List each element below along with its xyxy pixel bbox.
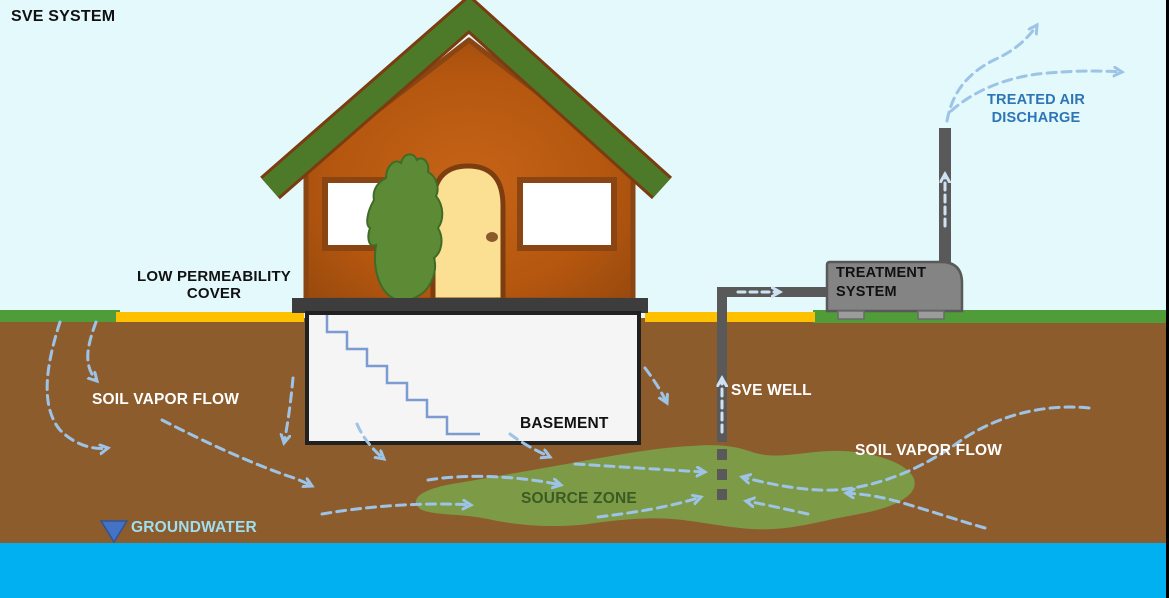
water-table-triangle-icon [99,520,129,544]
vapor-arrow [573,462,705,472]
treatment-foot-right [917,310,945,320]
vapor-arrow [746,501,810,516]
vapor-arrow [320,504,471,516]
vapor-arrow [355,422,384,459]
sve-well-label: SVE WELL [731,382,812,399]
vapor-arrow [45,320,108,448]
vapor-arrow [508,432,550,457]
vapor-arrow [284,376,295,443]
vapor-arrow [160,418,312,486]
vapor-arrow [426,474,561,485]
treated-air-discharge-label: TREATED AIR DISCHARGE [986,92,1086,127]
groundwater-water [0,543,1169,598]
source-zone-blob [415,445,915,530]
basement [305,311,641,445]
vapor-arrow [846,493,987,530]
soil-vapor-flow-right-label: SOIL VAPOR FLOW [855,442,1003,459]
grass-left [0,310,120,322]
treated-air-arrow [949,71,1122,113]
vapor-arrow [643,366,667,403]
diagram-title: SVE SYSTEM [11,8,116,25]
house [260,0,673,313]
vapor-arrow [86,320,97,381]
treatment-system-box [825,260,964,313]
treatment-system-label: TREATMENT SYSTEM [836,265,927,301]
basement-box [305,311,641,445]
soil-vapor-flow-left-label: SOIL VAPOR FLOW [92,391,240,408]
source-zone-label: SOURCE ZONE [521,490,637,507]
vapor-arrow [596,497,701,519]
basement-stairs [325,315,480,436]
in-pipe-flow-arrows [722,174,945,434]
groundwater-label: GROUNDWATER [131,519,257,536]
door-knob [486,232,498,242]
bush [366,153,444,302]
vapor-arrow [742,405,1091,492]
low-permeability-cover-label: LOW PERMEABILITY COVER [136,268,292,303]
right-edge-border [1166,0,1169,598]
low-permeability-cover-right [645,312,815,322]
roof [262,0,671,198]
foundation-slab [292,298,648,313]
low-permeability-cover-left [116,312,304,322]
treatment-foot-left [837,310,865,320]
basement-label: BASEMENT [520,415,609,432]
soil-vapor-flow-arrows [45,25,1122,530]
grass-right [813,310,1169,323]
treated-air-arrow [945,25,1037,123]
window-right [517,177,617,251]
